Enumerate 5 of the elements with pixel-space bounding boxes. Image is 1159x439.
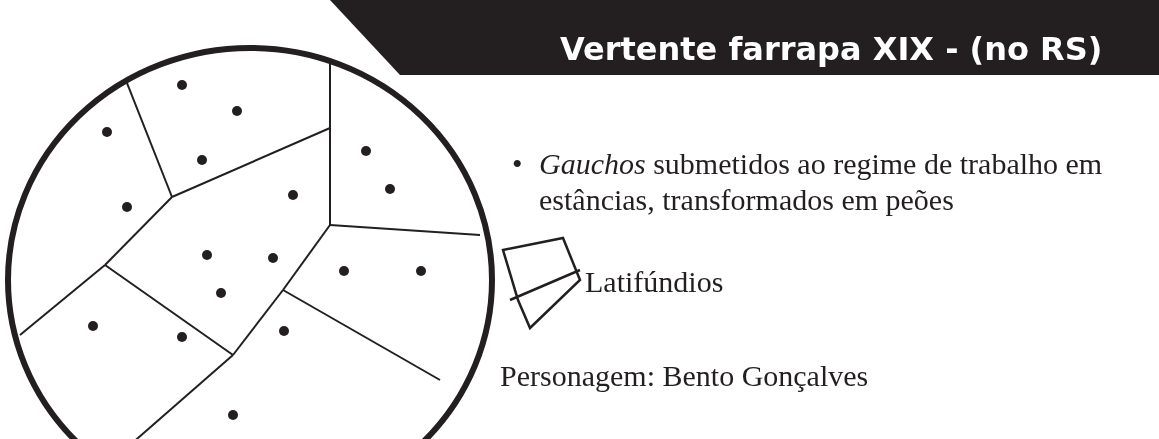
legend-label: Latifúndios <box>585 264 724 300</box>
caption-text: Personagem: Bento Gonçalves <box>500 358 869 394</box>
title-text: Vertente farrapa XIX - (no RS) <box>560 30 1103 68</box>
bullet-text: Gauchos submetidos ao regime de trabalho em estâncias, transformados em peões <box>539 146 1104 218</box>
bullet-marker: • <box>512 146 523 182</box>
